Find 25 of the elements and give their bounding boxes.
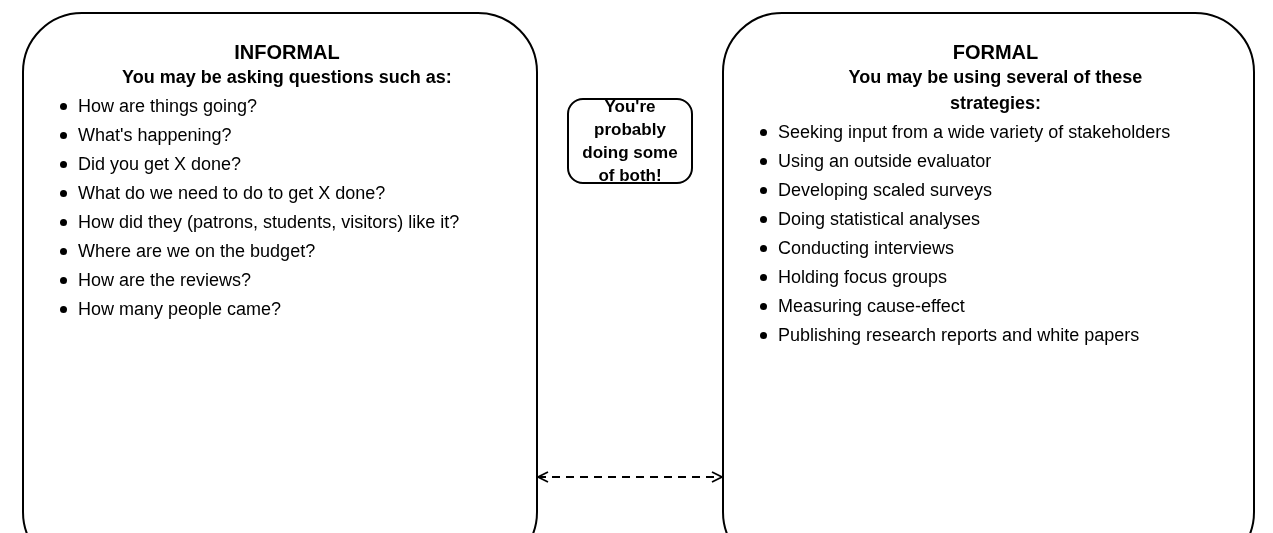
panel-heading: INFORMAL [233,40,341,64]
bullet-item: Conducting interviews [758,234,955,263]
bullet-item: How are the reviews? [58,266,252,295]
bullet-item: Publishing research reports and white papers [758,321,1140,350]
rounded-panel [22,12,538,533]
bullet-item: How did they (patrons, students, visitors) like it? [58,208,460,237]
bullet-item: Using an outside evaluator [758,147,992,176]
panel-heading: FORMAL [951,40,1040,64]
bullet-item: How many people came? [58,295,282,324]
panel-subheading: You may be asking questions such as: [122,66,452,89]
bullet-item: Measuring cause-effect [758,292,965,321]
rounded-panel [722,12,1255,533]
bullet-item: Seeking input from a wide variety of stakeholders [758,118,1171,147]
bullet-item: Developing scaled surveys [758,176,993,205]
bullet-item: Holding focus groups [758,263,948,292]
dashed-double-arrow [537,471,723,483]
bullet-item: Did you get X done? [58,150,242,179]
callout-box [567,98,693,184]
panel-subheading: You may be using several of these strategies: [847,66,1144,115]
bullet-item: Where are we on the budget? [58,237,316,266]
bullet-item: How are things going? [58,92,258,121]
bullet-item: Doing statistical analyses [758,205,981,234]
bullet-item: What do we need to do to get X done? [58,179,386,208]
bullet-item: What's happening? [58,121,232,150]
callout-text: You're probably doing some of both! [581,96,679,187]
